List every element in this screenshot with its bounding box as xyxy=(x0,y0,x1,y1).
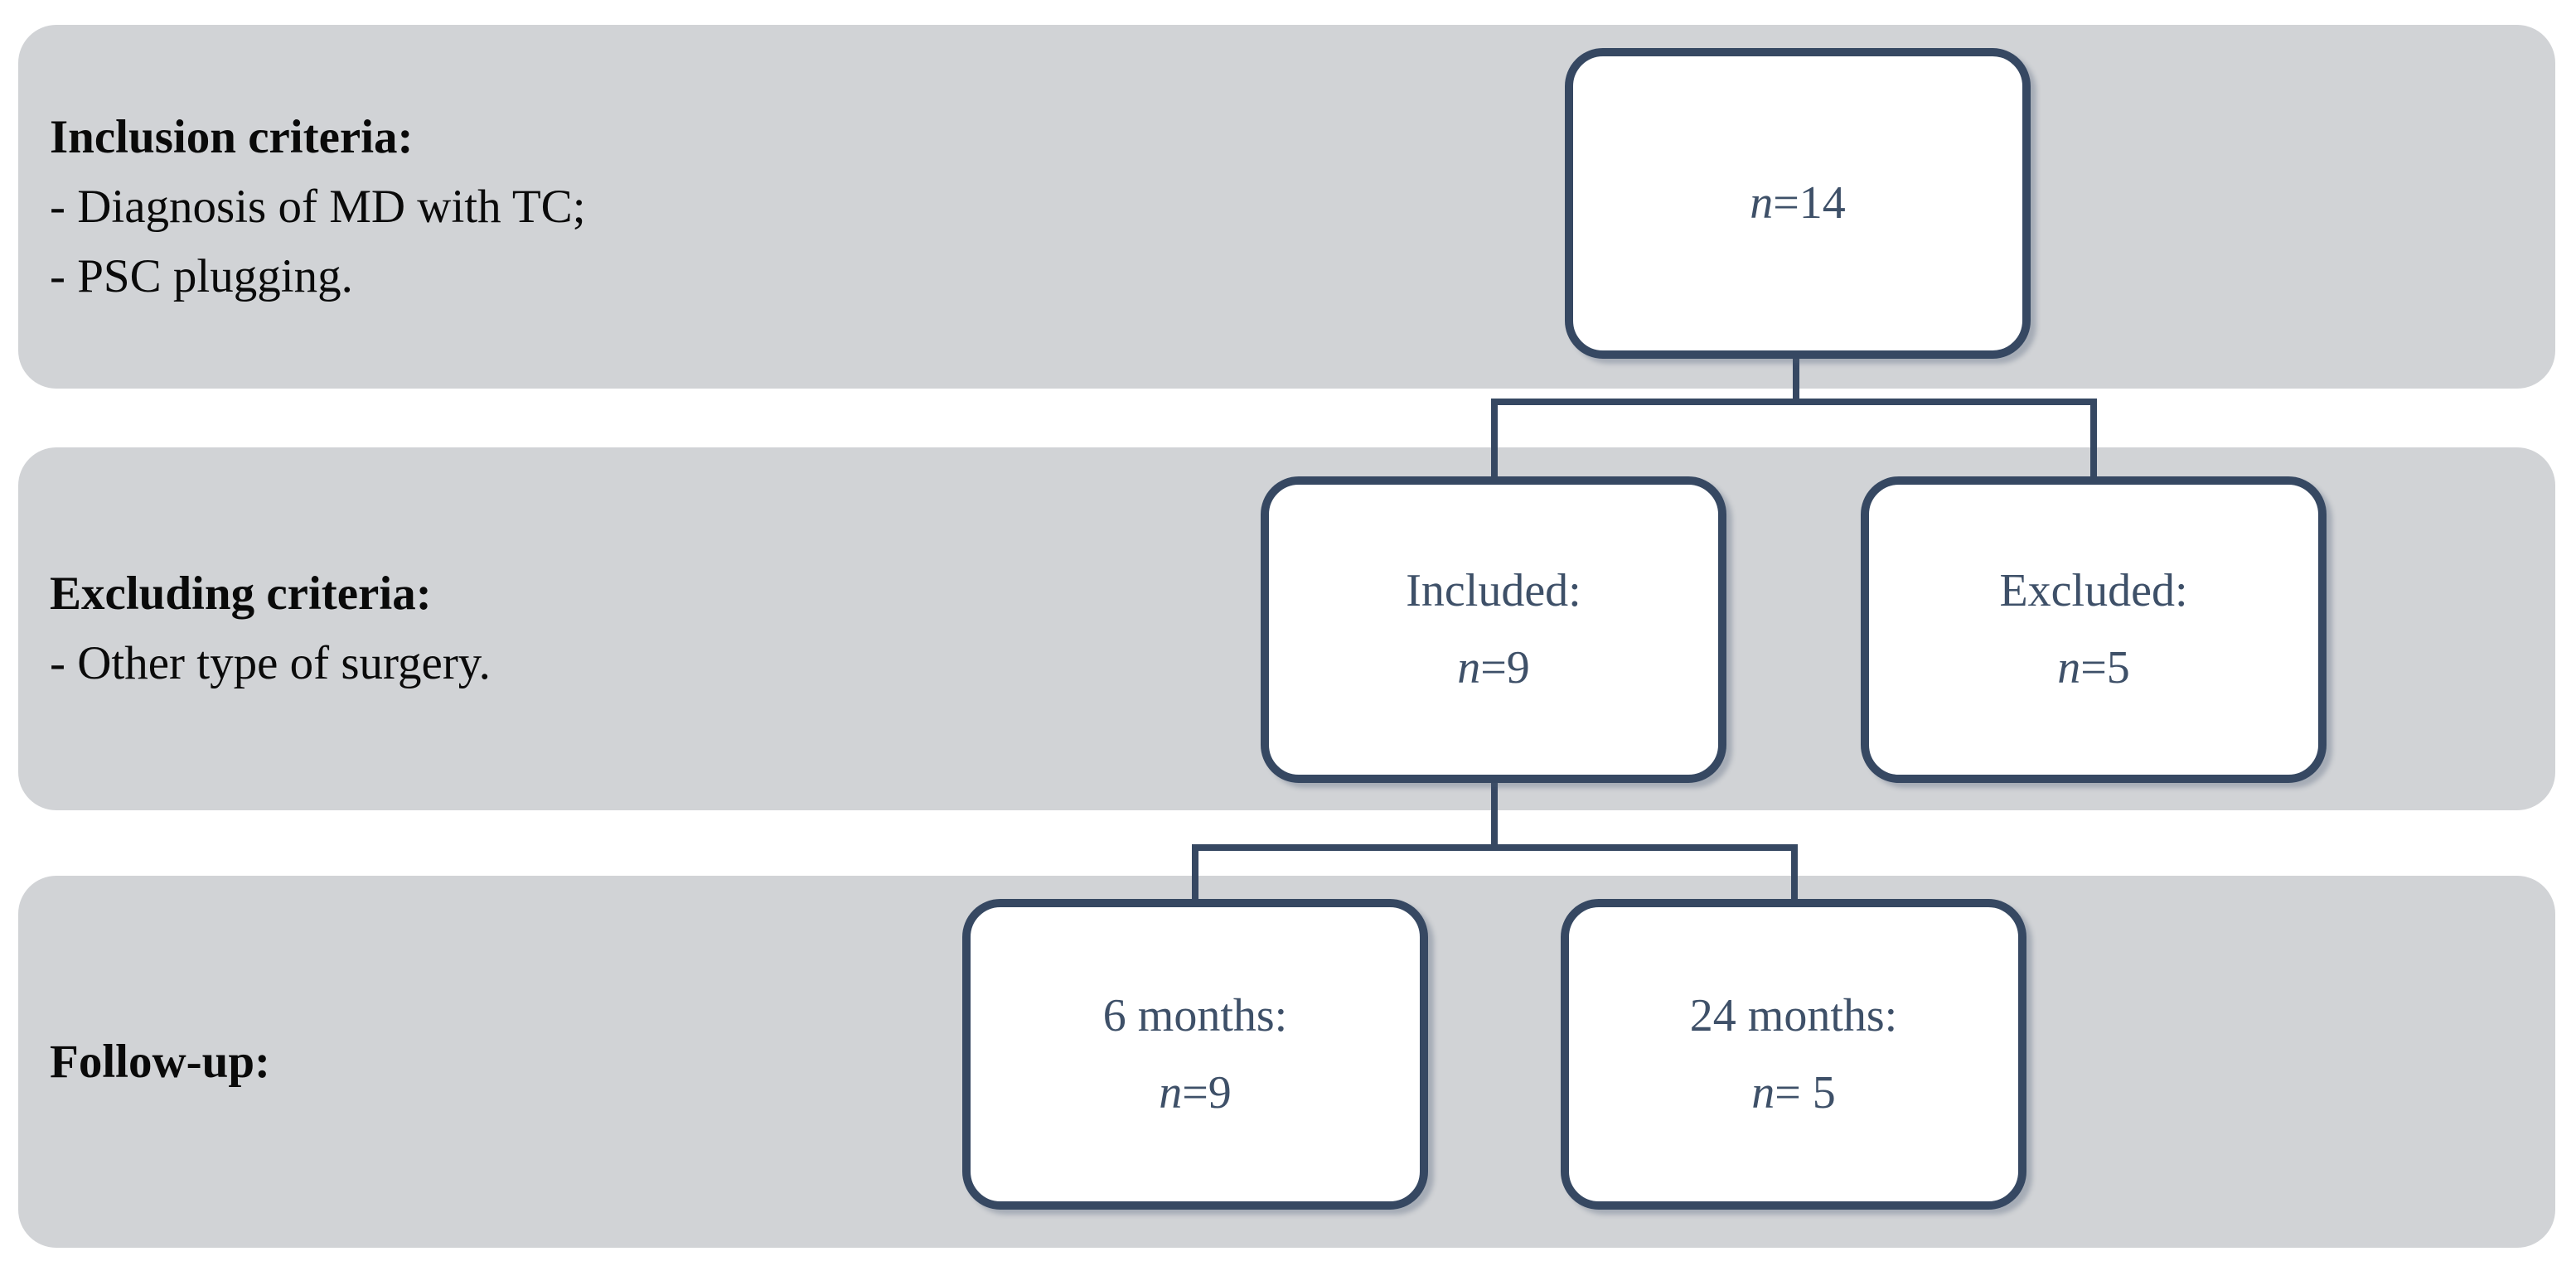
connector-included-drop xyxy=(1491,399,1498,485)
included-count-value: =9 xyxy=(1480,642,1530,693)
node-24-months: 24 months: n= 5 xyxy=(1561,899,2026,1210)
connector-included-stem xyxy=(1491,775,1498,851)
excluding-criteria-label: Excluding criteria: - Other type of surg… xyxy=(50,559,2555,698)
node-6-months: 6 months: n=9 xyxy=(962,899,1428,1210)
node-included: Included: n=9 xyxy=(1261,476,1726,783)
band-inclusion-criteria: Inclusion criteria: - Diagnosis of MD wi… xyxy=(18,25,2555,389)
n-symbol: n xyxy=(1159,1066,1183,1118)
connector-excluded-drop xyxy=(2090,399,2097,485)
24-months-count-value: = 5 xyxy=(1775,1066,1836,1118)
n-symbol: n xyxy=(1751,1066,1775,1118)
connector-bottom-horizontal xyxy=(1192,844,1798,851)
included-count: n=9 xyxy=(1457,630,1530,707)
follow-up-label: Follow-up: xyxy=(50,1027,2555,1097)
connector-6months-drop xyxy=(1192,844,1198,907)
included-title: Included: xyxy=(1406,565,1581,616)
excluding-criteria-bullet-1: - Other type of surgery. xyxy=(50,637,491,689)
node-total-patients: n=14 xyxy=(1565,48,2031,359)
n-symbol: n xyxy=(1750,177,1774,229)
n-symbol: n xyxy=(1457,642,1481,693)
total-count-value: =14 xyxy=(1773,177,1846,229)
inclusion-criteria-bullet-1: - Diagnosis of MD with TC; xyxy=(50,180,586,233)
excluded-count: n=5 xyxy=(2057,630,2130,707)
excluded-title: Excluded: xyxy=(1999,565,2188,616)
inclusion-criteria-heading: Inclusion criteria: xyxy=(50,110,414,163)
6-months-title: 6 months: xyxy=(1102,989,1288,1041)
follow-up-heading: Follow-up: xyxy=(50,1035,271,1088)
6-months-count-value: =9 xyxy=(1182,1066,1232,1118)
24-months-title: 24 months: xyxy=(1689,989,1898,1041)
total-count: n=14 xyxy=(1750,165,1846,242)
connector-total-stem xyxy=(1793,348,1799,405)
excluding-criteria-heading: Excluding criteria: xyxy=(50,568,432,620)
node-excluded: Excluded: n=5 xyxy=(1861,476,2327,783)
connector-mid-horizontal xyxy=(1491,399,2097,405)
connector-24months-drop xyxy=(1791,844,1798,907)
inclusion-criteria-bullet-2: - PSC plugging. xyxy=(50,249,353,302)
6-months-count: n=9 xyxy=(1159,1055,1232,1132)
24-months-count: n= 5 xyxy=(1751,1055,1836,1132)
inclusion-criteria-label: Inclusion criteria: - Diagnosis of MD wi… xyxy=(50,103,2555,312)
excluded-count-value: =5 xyxy=(2080,642,2130,693)
n-symbol: n xyxy=(2057,642,2081,693)
